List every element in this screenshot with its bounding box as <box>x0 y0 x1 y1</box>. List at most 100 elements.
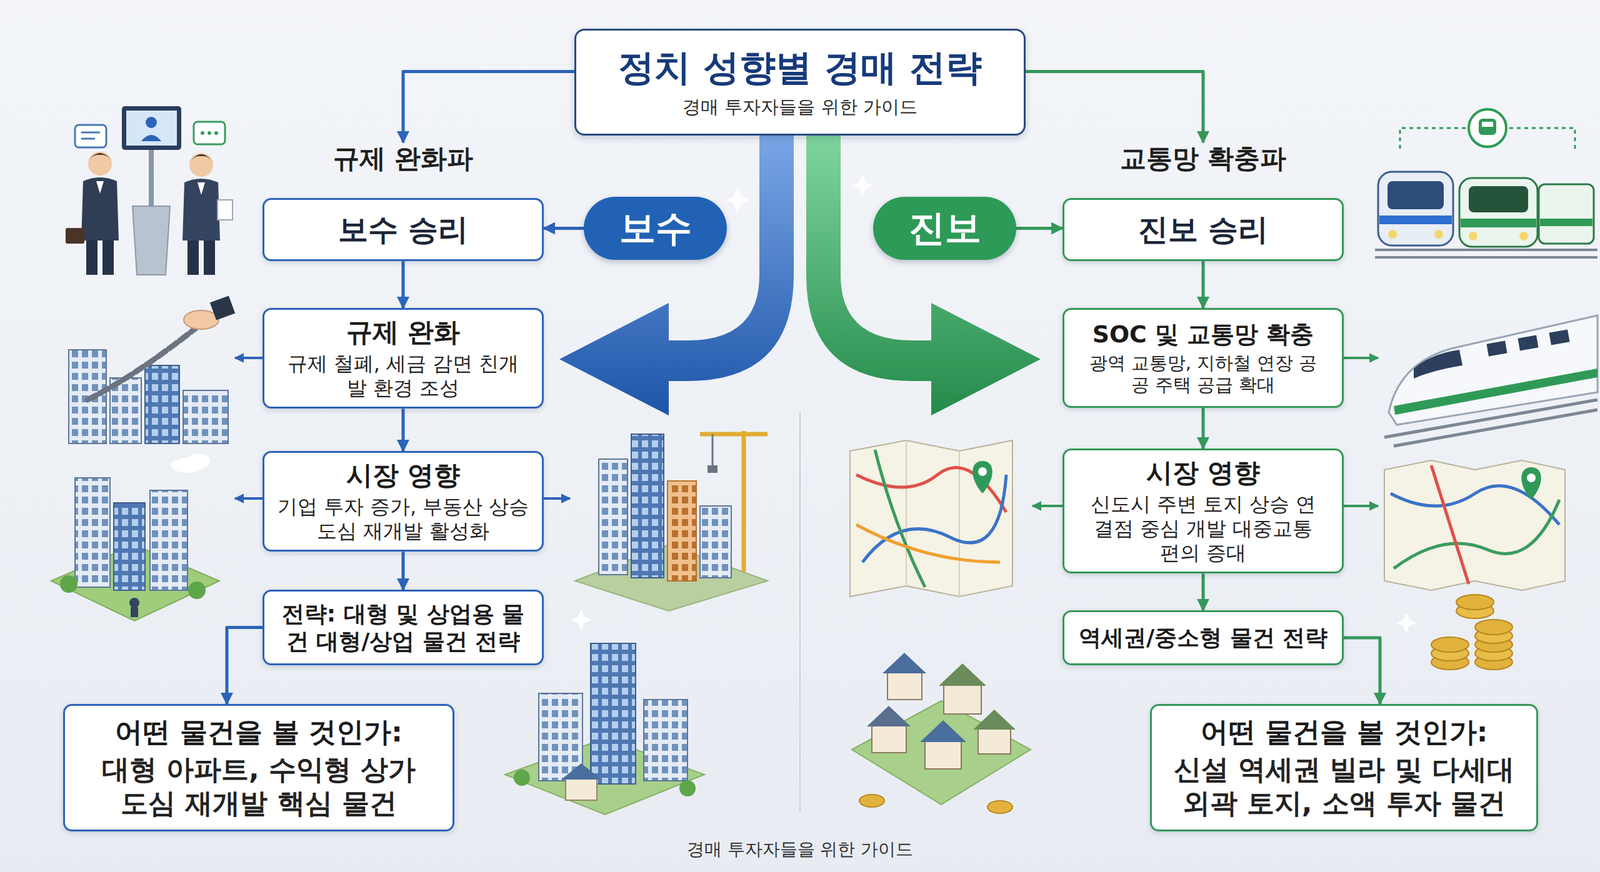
bottom-buildings-illustration <box>590 643 636 785</box>
left-buildings-illustration <box>150 490 188 591</box>
left-buildings-illustration <box>188 581 206 600</box>
coins-illustration <box>1475 620 1513 635</box>
map-illustration <box>875 450 925 588</box>
process-box: 시장 영향신도시 주변 토지 상승 연결점 중심 개발 대중교통 편의 증대 <box>1062 448 1344 574</box>
sparkles <box>725 187 750 213</box>
trains-illustration <box>1540 218 1593 227</box>
city-crane-illustration <box>575 431 768 612</box>
flow-arrow <box>1201 261 1205 309</box>
people-illustration <box>88 153 112 162</box>
people-illustration <box>148 150 154 207</box>
process-box: 역세권/중소형 물건 전략 <box>1062 610 1344 666</box>
map-illustration <box>972 461 993 494</box>
trains-illustration <box>1378 171 1454 246</box>
node-text: 어떤 물건을 볼 것인가: <box>1200 715 1489 750</box>
node-text: 광역 교통망, 지하철 연장 공공 주택 공급 확대 <box>1081 352 1325 397</box>
trains-illustration <box>1538 184 1594 244</box>
trains-illustration <box>1468 109 1507 147</box>
people-illustration <box>182 178 220 241</box>
people-illustration <box>189 153 214 177</box>
houses-illustration <box>943 684 982 715</box>
divider-line <box>799 412 801 813</box>
people-illustration <box>75 125 107 148</box>
divider-line <box>800 412 801 813</box>
coins-illustration <box>1456 595 1494 610</box>
process-box: 어떤 물건을 볼 것인가:신설 역세권 빌라 및 다세대 외곽 토지, 소액 투… <box>1150 704 1539 832</box>
people-illustration <box>132 206 170 275</box>
leader-arrows <box>235 356 263 360</box>
map-illustration <box>1431 465 1469 585</box>
trains-illustration <box>1519 231 1529 241</box>
trains-illustration <box>1478 118 1497 135</box>
coins-illustration <box>1431 595 1513 670</box>
map-illustration <box>1384 460 1565 591</box>
left-buildings-illustration <box>130 607 139 618</box>
node-text: 진보 <box>908 206 982 251</box>
node-text: 경매 투자자들을 위한 가이드 <box>682 96 918 119</box>
node-text: SOC 및 교통망 확충 <box>1092 320 1315 349</box>
node-text: 전략: 대형 및 상업용 물건 대형/상업 물건 전략 <box>273 600 534 656</box>
trains-illustration <box>1387 181 1444 210</box>
flow-arrow <box>1025 71 1204 143</box>
people-illustration <box>102 240 114 275</box>
houses-illustration <box>987 801 1013 814</box>
people-illustration <box>81 177 119 241</box>
people-illustration <box>145 116 157 129</box>
trains-illustration <box>1468 186 1529 213</box>
sparkles <box>851 175 874 197</box>
sparkles <box>570 609 592 631</box>
blue-stream <box>559 135 794 416</box>
high-speed-train-illustration <box>1413 350 1463 379</box>
people-illustration <box>141 135 162 142</box>
city-crane-illustration <box>667 481 697 582</box>
left-buildings-illustration <box>187 453 210 469</box>
flow-arrow <box>401 261 405 309</box>
houses-illustration <box>973 710 1016 730</box>
leader-arrows <box>1343 505 1379 508</box>
houses-illustration <box>978 728 1011 755</box>
map-illustration <box>1393 500 1560 569</box>
map-illustration <box>958 451 960 597</box>
trains-illustration <box>1375 256 1598 259</box>
leader-arrows <box>235 497 263 500</box>
trains-illustration <box>1375 109 1598 258</box>
node-text: 교통망 확충파 <box>1120 142 1287 175</box>
node-text: 시장 영향 <box>346 459 461 492</box>
city-crane-illustration <box>700 506 732 579</box>
chained-buildings-illustration <box>87 325 200 400</box>
houses-illustration <box>920 720 967 743</box>
people-illustration <box>197 182 205 195</box>
node-text: 어떤 물건을 볼 것인가: <box>115 715 403 750</box>
houses-illustration <box>882 653 927 674</box>
people-illustration <box>214 131 219 135</box>
process-box: 시장 영향기업 투자 증가, 부동산 상승 도심 재개발 활성화 <box>262 451 544 552</box>
people-illustration <box>88 151 112 176</box>
houses-illustration <box>938 663 987 687</box>
flow-arrow <box>1201 573 1205 611</box>
chained-buildings-illustration <box>183 310 219 330</box>
node-text: 규제 완화파 <box>333 142 474 175</box>
coins-illustration <box>1431 637 1469 653</box>
map-illustration <box>850 440 1013 597</box>
node-text: 신설 역세권 빌라 및 다세대 외곽 토지, 소액 투자 물건 <box>1166 753 1523 820</box>
people-illustration <box>121 106 182 150</box>
people-illustration <box>203 240 215 275</box>
houses-illustration <box>925 740 962 770</box>
party-pill: 진보 <box>873 196 1017 260</box>
flow-arrow <box>403 71 575 143</box>
map-illustration <box>978 467 987 477</box>
bottom-buildings-illustration <box>565 778 597 801</box>
houses-illustration <box>866 706 911 727</box>
node-text: 정치 성향별 경매 전략 <box>618 45 983 90</box>
high-speed-train-illustration <box>1548 330 1570 346</box>
node-text: 기업 투자 증가, 부동산 상승 도심 재개발 활성화 <box>273 495 534 544</box>
leader-arrows <box>1032 505 1063 508</box>
node-text: 신도시 주변 토지 상승 연결점 중심 개발 대중교통 편의 증대 <box>1084 492 1322 566</box>
node-text: 시장 영향 <box>1146 456 1261 489</box>
houses-illustration <box>871 725 907 754</box>
people-illustration <box>193 121 225 145</box>
node-text: 보수 승리 <box>338 211 469 249</box>
flow-arrow <box>226 628 263 705</box>
high-speed-train-illustration <box>1393 368 1598 415</box>
houses-illustration <box>851 701 1031 805</box>
